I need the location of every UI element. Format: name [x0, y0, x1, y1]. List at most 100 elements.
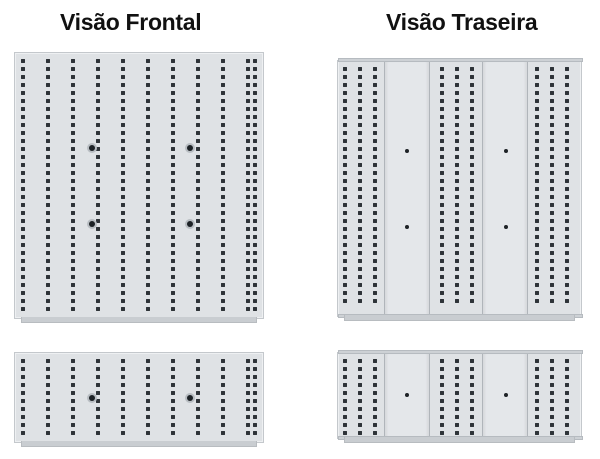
mounting-slot — [470, 75, 474, 79]
mounting-slot — [196, 147, 200, 151]
mounting-slot — [96, 383, 100, 387]
mounting-slot — [46, 67, 50, 71]
mounting-slot — [343, 67, 347, 71]
mounting-slot — [221, 59, 225, 63]
mounting-slot — [373, 179, 377, 183]
mounting-slot — [171, 399, 175, 403]
mounting-slot — [565, 139, 569, 143]
mounting-slot — [221, 227, 225, 231]
mounting-slot — [146, 75, 150, 79]
mounting-slot — [121, 299, 125, 303]
mounting-slot — [121, 139, 125, 143]
mounting-slot — [253, 251, 257, 255]
mounting-slot — [21, 75, 25, 79]
mounting-slot — [196, 187, 200, 191]
mounting-slot — [196, 195, 200, 199]
mounting-slot — [96, 163, 100, 167]
mounting-slot — [455, 67, 459, 71]
mounting-slot — [196, 367, 200, 371]
mounting-slot — [246, 91, 250, 95]
mounting-slot — [171, 83, 175, 87]
mounting-slot — [550, 375, 554, 379]
mounting-slot — [565, 275, 569, 279]
mounting-slot — [146, 179, 150, 183]
mounting-slot — [455, 227, 459, 231]
mounting-slot — [96, 75, 100, 79]
mounting-slot — [358, 195, 362, 199]
mounting-slot — [550, 267, 554, 271]
mounting-slot — [440, 67, 444, 71]
mounting-slot — [46, 211, 50, 215]
mounting-slot — [358, 235, 362, 239]
mounting-slot — [71, 75, 75, 79]
mounting-slot — [96, 99, 100, 103]
mounting-slot — [96, 407, 100, 411]
mounting-slot — [550, 163, 554, 167]
mounting-slot — [373, 195, 377, 199]
screw-hole — [504, 393, 508, 397]
mounting-slot — [470, 139, 474, 143]
mounting-slot — [246, 171, 250, 175]
mounting-slot — [343, 131, 347, 135]
mounting-slot — [470, 407, 474, 411]
mounting-slot — [46, 171, 50, 175]
mounting-slot — [253, 367, 257, 371]
mounting-slot — [71, 139, 75, 143]
mounting-slot — [343, 123, 347, 127]
mounting-slot — [46, 59, 50, 63]
mounting-slot — [246, 99, 250, 103]
mounting-slot — [171, 163, 175, 167]
mounting-slot — [96, 171, 100, 175]
mounting-slot — [146, 415, 150, 419]
mounting-slot — [46, 391, 50, 395]
mounting-slot — [146, 423, 150, 427]
mounting-slot — [440, 431, 444, 435]
mounting-slot — [358, 131, 362, 135]
mounting-slot — [146, 367, 150, 371]
mounting-slot — [21, 115, 25, 119]
mounting-slot — [96, 195, 100, 199]
mounting-slot — [440, 391, 444, 395]
mounting-slot — [470, 375, 474, 379]
mounting-slot — [221, 155, 225, 159]
mounting-slot — [96, 59, 100, 63]
mounting-slot — [470, 291, 474, 295]
mounting-slot — [96, 307, 100, 311]
mounting-slot — [535, 91, 539, 95]
mounting-slot — [535, 235, 539, 239]
screw-hole — [187, 395, 193, 401]
mounting-slot — [246, 219, 250, 223]
mounting-slot — [470, 211, 474, 215]
mounting-slot — [358, 115, 362, 119]
mounting-slot — [96, 235, 100, 239]
mounting-slot — [440, 367, 444, 371]
mounting-slot — [343, 155, 347, 159]
screw-hole — [89, 395, 95, 401]
mounting-slot — [46, 219, 50, 223]
mounting-slot — [146, 267, 150, 271]
mounting-slot — [535, 267, 539, 271]
mounting-slot — [455, 391, 459, 395]
mounting-slot — [358, 147, 362, 151]
mounting-slot — [440, 99, 444, 103]
mounting-slot — [470, 423, 474, 427]
mounting-slot — [171, 259, 175, 263]
mounting-slot — [440, 147, 444, 151]
mounting-slot — [565, 171, 569, 175]
mounting-slot — [535, 375, 539, 379]
mounting-slot — [358, 155, 362, 159]
mounting-slot — [470, 431, 474, 435]
mounting-slot — [455, 431, 459, 435]
mounting-slot — [440, 123, 444, 127]
mounting-slot — [358, 275, 362, 279]
mounting-slot — [373, 99, 377, 103]
mounting-slot — [221, 219, 225, 223]
mounting-slot — [246, 59, 250, 63]
mounting-slot — [535, 195, 539, 199]
mounting-slot — [146, 259, 150, 263]
mounting-slot — [21, 187, 25, 191]
mounting-slot — [121, 203, 125, 207]
mounting-slot — [358, 299, 362, 303]
mounting-slot — [171, 391, 175, 395]
mounting-slot — [121, 67, 125, 71]
